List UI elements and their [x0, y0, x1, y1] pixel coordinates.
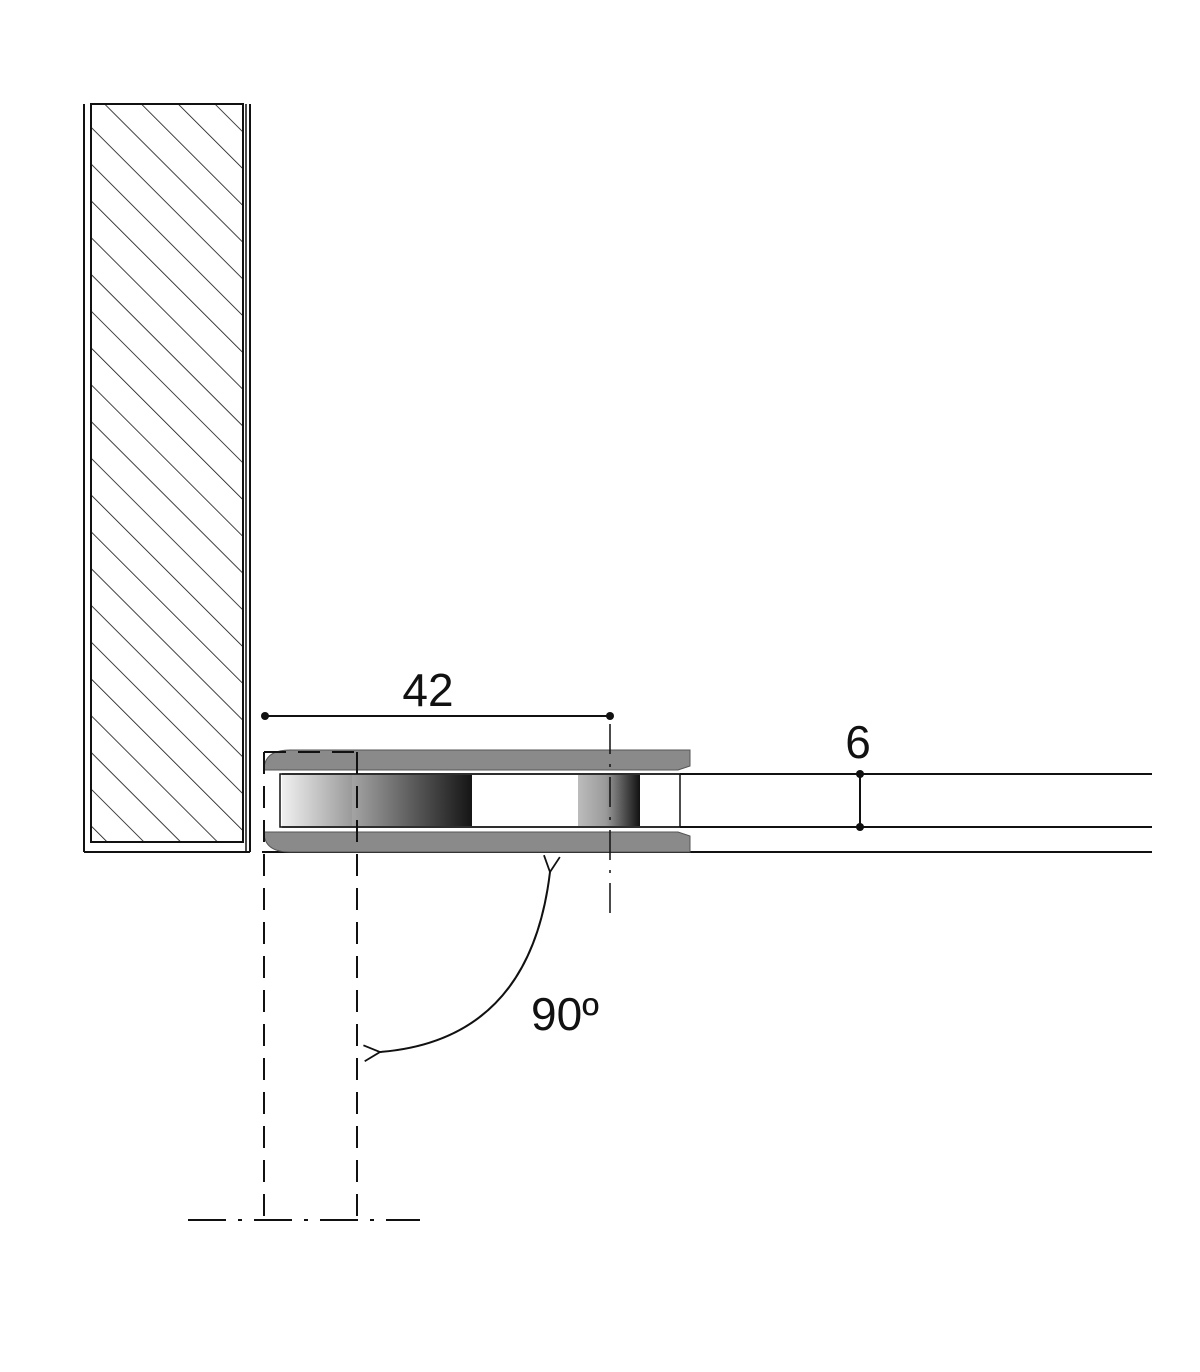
rotation-arrow: 90º	[380, 872, 599, 1052]
rotated-position-outline	[263, 751, 358, 1220]
wall-section	[83, 103, 251, 853]
dimension-label-6: 6	[845, 716, 871, 768]
glass-pin-block	[578, 775, 640, 826]
dimension-clamp-length: 42	[261, 664, 614, 720]
dimension-label-42: 42	[402, 664, 453, 716]
glass-panel	[680, 773, 1152, 828]
dimension-glass-thickness: 6	[845, 716, 871, 831]
hinge-clamp	[263, 749, 691, 853]
angle-label: 90º	[531, 988, 599, 1040]
